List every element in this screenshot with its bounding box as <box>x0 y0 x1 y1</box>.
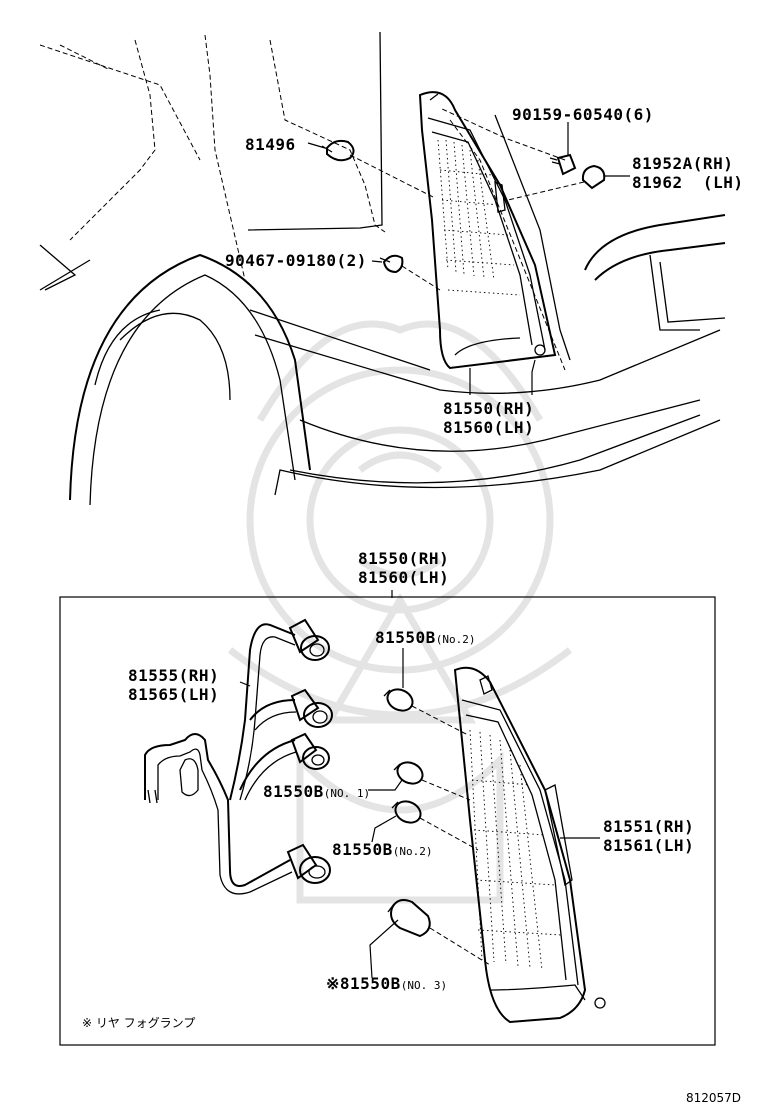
diagram-code: 812057D <box>686 1091 741 1105</box>
label-81565-lh: 81565(LH) <box>128 685 219 704</box>
socket-2 <box>290 688 333 728</box>
label-81561-lh: 81561(LH) <box>603 836 694 855</box>
label-81550b-no2: 81550B(No.2) <box>332 840 433 859</box>
label-81550-rh-top: 81550(RH) <box>443 399 534 418</box>
footnote-rear-fog-lamp: ※ リヤ フォグランプ <box>82 1016 195 1030</box>
label-90159-60540: 90159-60540(6) <box>512 105 654 124</box>
exploded-view-header: 81550(RH) 81560(LH) <box>358 549 449 598</box>
label-81550b-no1: 81550B(NO. 1) <box>263 782 370 801</box>
tail-lamp-lens <box>453 666 606 1024</box>
bulb-no3 <box>387 899 431 938</box>
exploded-view-frame <box>59 596 716 1046</box>
leader-lines-top <box>307 107 630 395</box>
bulb-no1 <box>393 761 424 785</box>
tail-lamp-installed <box>418 91 557 370</box>
callouts-bottom: 81550B(No.2) 81555(RH) 81565(LH) 81550B(… <box>82 628 694 1030</box>
cover-81952a-part <box>581 164 606 190</box>
label-81555-rh: 81555(RH) <box>128 666 219 685</box>
label-81550b-no3: ※81550B(NO. 3) <box>326 974 447 993</box>
label-81560-lh-top: 81560(LH) <box>443 418 534 437</box>
label-81551-rh: 81551(RH) <box>603 817 694 836</box>
label-81550b-top: 81550B(No.2) <box>375 628 476 647</box>
socket-1 <box>288 618 330 661</box>
bulb-no2 <box>391 800 422 824</box>
vehicle-body-outline <box>39 31 726 506</box>
screw-90159-part <box>549 153 577 176</box>
leader-lines-bottom <box>239 648 600 979</box>
callouts-top: 81496 90159-60540(6) 81952A(RH) 81962 (L… <box>225 105 743 437</box>
label-81560-lh-header: 81560(LH) <box>358 568 449 587</box>
label-90467-09180: 90467-09180(2) <box>225 251 367 270</box>
clip-90467-part <box>379 254 404 274</box>
socket-3 <box>290 732 330 770</box>
socket-4 <box>286 843 331 884</box>
bulb-top-no2 <box>383 688 414 712</box>
watermark-emblem <box>227 320 573 904</box>
clip-81496-part <box>321 139 355 162</box>
socket-wire-harness <box>144 623 297 895</box>
label-81952a-rh: 81952A(RH) <box>632 154 733 173</box>
label-81550-rh-header: 81550(RH) <box>358 549 449 568</box>
label-81962-lh: 81962 (LH) <box>632 173 743 192</box>
label-81496: 81496 <box>245 135 296 154</box>
